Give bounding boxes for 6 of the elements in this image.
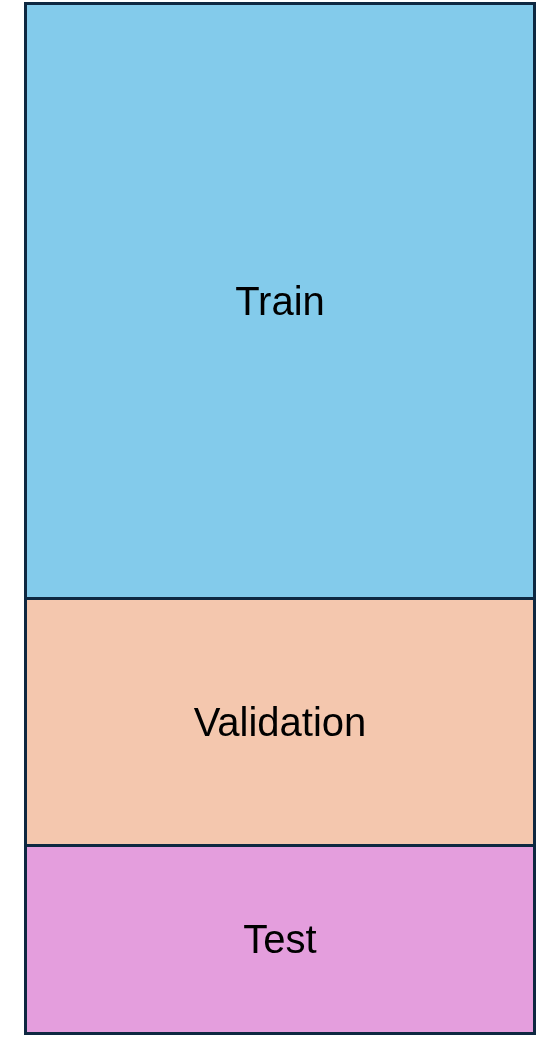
data-split-band — [24, 2, 536, 600]
band-label: Test — [243, 917, 317, 962]
band-label: Validation — [193, 699, 367, 745]
band-label: Train — [235, 278, 325, 324]
data-split-band — [24, 844, 536, 1035]
data-split-band — [24, 597, 536, 847]
